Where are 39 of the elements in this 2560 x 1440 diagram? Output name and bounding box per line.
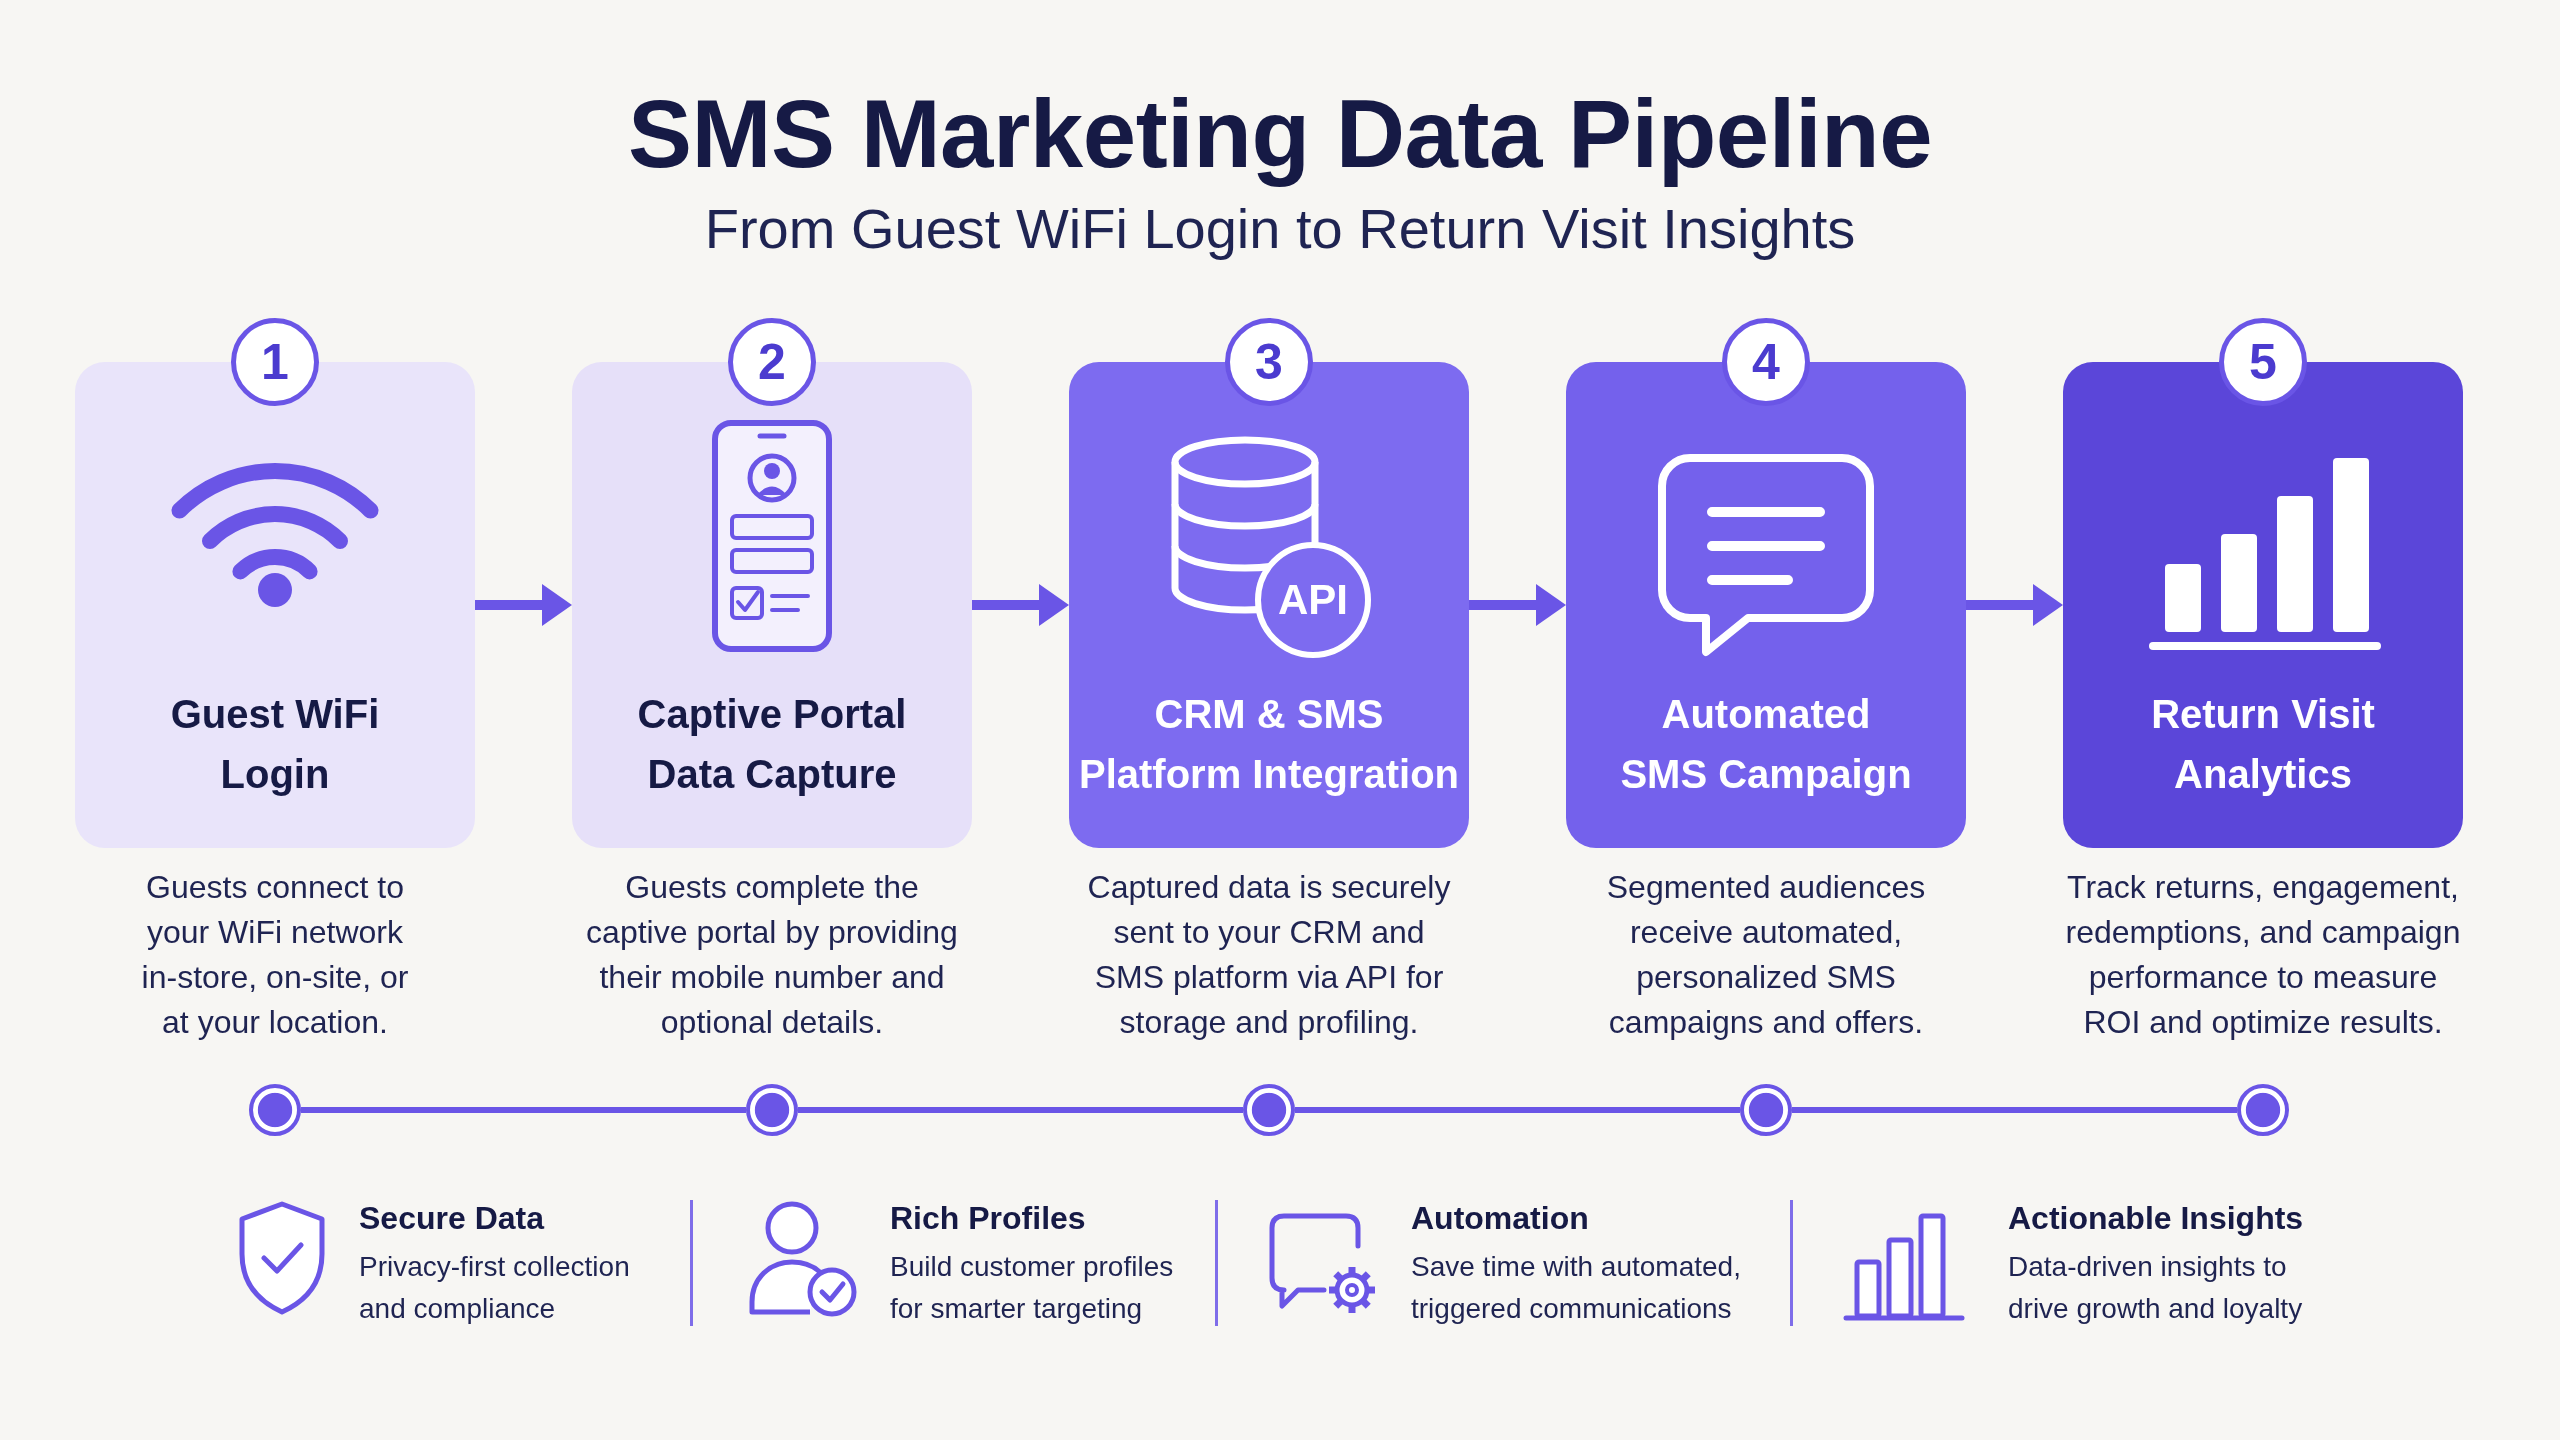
step-description: Guests connect to your WiFi network in-store, on-site, or at your location. [140,868,410,1042]
step-title: Guest WiFi Login [169,691,381,798]
page-title: SMS Marketing Data Pipeline [627,80,1933,188]
page-subtitle: From Guest WiFi Login to Return Visit Insights [704,196,1856,262]
step-number: 3 [1255,337,1283,387]
timeline-dot [746,1084,798,1136]
arrow [1966,584,2063,626]
arrow [475,584,572,626]
feature-description: Privacy-first collection and compliance [359,1250,631,1326]
timeline-line [798,1107,1243,1113]
feature-heading: Automation [1411,1199,1589,1238]
step-description: Segmented audiences receive automated, personalized SMS campaigns and offers. [1605,868,1927,1042]
step-description: Guests complete the captive portal by providing their mobile number and optional details. [585,868,959,1042]
feature-description: Save time with automated, triggered communications [1411,1250,1742,1326]
feature-heading: Rich Profiles [890,1199,1086,1238]
step-number: 1 [261,337,289,387]
feature-heading: Secure Data [359,1199,544,1238]
api-label: API [1278,579,1348,621]
feature-description: Build customer profiles for smarter targeting [890,1250,1175,1326]
step-title: Return Visit Analytics [2150,691,2376,798]
timeline-line [1792,1107,2237,1113]
step-number: 4 [1752,337,1780,387]
timeline-dot [249,1084,301,1136]
step-title: Captive Portal Data Capture [636,691,908,798]
arrow [972,584,1069,626]
step-title: Automated SMS Campaign [1619,691,1913,798]
step-description: Captured data is securely sent to your CRM and SMS platform via API for storage and profiling. [1086,868,1452,1042]
timeline-dot [1243,1084,1295,1136]
feature-heading: Actionable Insights [2008,1199,2304,1238]
timeline-dot [2237,1084,2289,1136]
arrow [1469,584,1566,626]
step-number: 5 [2249,337,2277,387]
timeline-line [301,1107,746,1113]
timeline-line [1295,1107,1740,1113]
step-title: CRM & SMS Platform Integration [1078,691,1460,798]
feature-description: Data-driven insights to drive growth and loyalty [2008,1250,2304,1326]
step-description: Track returns, engagement, redemptions, and campaign performance to measure ROI and optimize results. [2064,868,2462,1042]
timeline-dot [1740,1084,1792,1136]
step-number: 2 [758,337,786,387]
